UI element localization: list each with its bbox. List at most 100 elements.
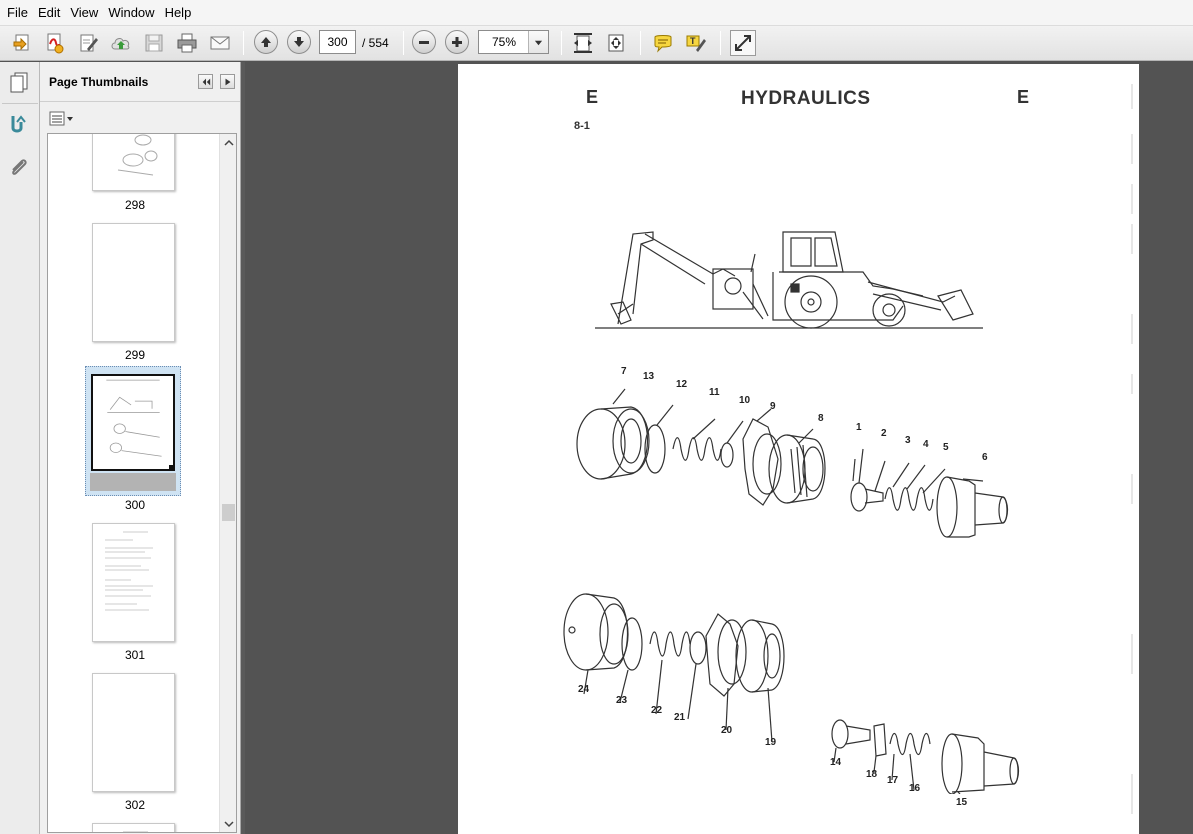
zoom-out-button[interactable] — [412, 30, 436, 54]
callout-3: 3 — [905, 435, 911, 446]
header-right: E — [1017, 87, 1030, 107]
speech-bubble-icon — [654, 35, 672, 53]
toolbar-separator — [403, 31, 404, 55]
callout-17: 17 — [887, 775, 899, 786]
comment-button[interactable] — [650, 30, 676, 56]
callout-16: 16 — [909, 783, 921, 794]
toolbar-separator — [561, 31, 562, 55]
cloud-upload-icon — [111, 38, 130, 50]
zoom-select[interactable] — [478, 30, 549, 54]
thumbnail-page[interactable] — [92, 523, 175, 642]
fit-page-button[interactable] — [603, 30, 629, 56]
thumbnail-label: 299 — [124, 348, 146, 362]
floppy-disk-icon — [145, 34, 163, 52]
callout-13: 13 — [643, 371, 655, 382]
thumbnail-scrollbar[interactable] — [219, 134, 236, 832]
double-chevron-left-icon — [202, 78, 210, 85]
callout-4: 4 — [923, 439, 929, 450]
menu-window[interactable]: Window — [108, 4, 155, 20]
backhoe-loader-illustration — [595, 231, 983, 329]
navigation-pane-strip — [0, 62, 40, 834]
toolbar-separator — [243, 31, 244, 55]
fit-width-button[interactable] — [570, 30, 596, 56]
scroll-up-button[interactable] — [220, 134, 236, 151]
svg-text:T: T — [690, 36, 696, 46]
zoom-input[interactable] — [479, 31, 529, 53]
thumbnail-page[interactable] — [92, 673, 175, 792]
email-button[interactable] — [207, 30, 233, 56]
bookmarks-tab[interactable] — [7, 112, 31, 136]
page-number-input[interactable] — [319, 30, 356, 54]
document-pencil-icon — [80, 34, 98, 52]
callout-18: 18 — [866, 769, 878, 780]
callout-11: 11 — [709, 387, 720, 398]
callout-24: 24 — [578, 684, 590, 695]
fit-width-icon — [574, 33, 592, 53]
toolbar-separator — [640, 31, 641, 55]
highlight-button[interactable]: T — [683, 30, 709, 56]
callout-10: 10 — [739, 395, 751, 406]
diagram-thumbnail — [106, 379, 162, 457]
scroll-down-button[interactable] — [220, 815, 236, 832]
callout-19: 19 — [765, 737, 777, 748]
zoom-dropdown-button[interactable] — [528, 31, 548, 53]
section-number: 8-1 — [574, 120, 590, 132]
expand-arrows-icon — [735, 35, 751, 51]
document-area[interactable]: E HYDRAULICS E 8-1 — [245, 62, 1193, 834]
callout-22: 22 — [651, 705, 663, 716]
callout-15: 15 — [956, 797, 968, 808]
panel-splitter[interactable] — [241, 62, 245, 834]
menu-edit[interactable]: Edit — [37, 4, 61, 20]
create-pdf-button[interactable] — [41, 30, 67, 56]
toolbar-separator — [720, 31, 721, 55]
save-button[interactable] — [141, 30, 167, 56]
attachments-tab[interactable] — [7, 156, 31, 180]
thumbnails-panel: Page Thumbnails 298 299 — [40, 62, 241, 834]
thumbnail-label: 302 — [124, 798, 146, 812]
zoom-in-button[interactable] — [445, 30, 469, 54]
resize-handle[interactable] — [169, 465, 175, 471]
highlighter-icon: T — [686, 35, 706, 52]
menu-help[interactable]: Help — [164, 4, 192, 20]
thumbnail-page[interactable] — [92, 223, 175, 342]
expand-button[interactable] — [730, 30, 756, 56]
collapse-panel-button[interactable] — [198, 74, 213, 89]
selected-thumbnail[interactable] — [85, 366, 181, 496]
print-button[interactable] — [174, 30, 200, 56]
callout-21: 21 — [674, 712, 686, 723]
menu-view[interactable]: View — [70, 4, 99, 20]
previous-page-button[interactable] — [254, 30, 278, 54]
document-page: E HYDRAULICS E 8-1 — [458, 64, 1139, 834]
thumbnail-label: 298 — [124, 198, 146, 212]
diagram-thumbnail — [117, 134, 158, 176]
arrow-up-icon — [261, 37, 271, 47]
upload-button[interactable] — [108, 30, 134, 56]
printer-icon — [177, 33, 197, 53]
top-coupling-exploded-view — [576, 388, 1009, 538]
open-file-button[interactable] — [9, 30, 35, 56]
menu-file[interactable]: File — [7, 4, 28, 20]
chevron-up-icon — [223, 139, 234, 146]
callout-8: 8 — [818, 413, 824, 424]
header-left: E — [586, 87, 599, 107]
next-page-button[interactable] — [287, 30, 311, 54]
callout-9: 9 — [770, 401, 776, 412]
triangle-right-icon — [225, 78, 230, 85]
envelope-icon — [210, 36, 230, 50]
pages-icon — [10, 72, 28, 93]
page-total-label: / 554 — [362, 36, 389, 50]
folder-arrow-icon — [13, 34, 29, 51]
callout-20: 20 — [721, 725, 733, 736]
thumbnail-page[interactable] — [92, 134, 175, 191]
bottom-coupling-exploded-view — [563, 593, 1020, 794]
arrow-down-icon — [294, 37, 304, 47]
panel-menu-button[interactable] — [220, 74, 235, 89]
page-thumbnails-tab[interactable] — [7, 70, 31, 94]
thumbnail-page[interactable] — [92, 823, 175, 832]
callout-5: 5 — [943, 442, 949, 453]
thumbnail-options-button[interactable] — [49, 110, 75, 128]
minus-icon — [419, 41, 429, 44]
scroll-thumb[interactable] — [222, 504, 235, 521]
thumbnail-list: 298 299 300 301 302 — [47, 133, 237, 833]
edit-document-button[interactable] — [75, 30, 101, 56]
